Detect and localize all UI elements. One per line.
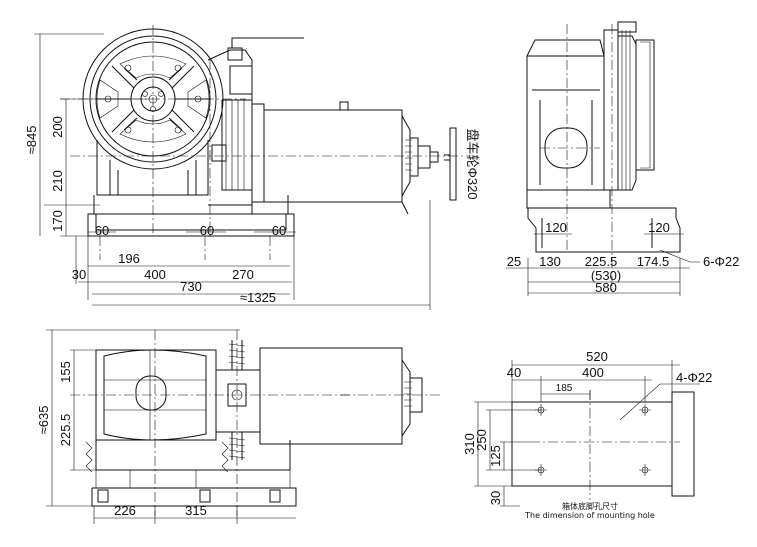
dim-520: 520 [586, 349, 608, 364]
dim-210: 210 [50, 170, 65, 192]
dim-400: 400 [144, 267, 166, 282]
dim-270: 270 [232, 267, 254, 282]
dim-196: 196 [118, 251, 140, 266]
dim-60-left: 60 [95, 223, 109, 238]
dim-120-left: 120 [545, 220, 567, 235]
dim-315: 315 [185, 503, 207, 518]
dim-130: 130 [539, 254, 561, 269]
mount-hole-callout: 4-Φ22 [676, 370, 712, 385]
dim-730: 730 [180, 279, 202, 294]
dim-310: 310 [462, 433, 477, 455]
front-view: 盘车轮Φ320 ≈845 200 210 170 60 60 60 196 30… [24, 25, 480, 310]
dim-40: 40 [507, 365, 521, 380]
dim-250: 250 [474, 429, 489, 451]
side-hole-callout: 6-Φ22 [703, 254, 739, 269]
side-view: 120 120 25 130 225.5 174.5 (530) 580 6-Φ… [506, 21, 739, 296]
dim-226: 226 [114, 503, 136, 518]
dim-25: 25 [507, 254, 521, 269]
caption-chinese: 箱体底脚孔尺寸 [562, 501, 618, 511]
dim-30: 30 [72, 267, 86, 282]
dim-185: 185 [556, 383, 573, 394]
side-sheave [603, 21, 655, 191]
dim-225-5-top: 225.5 [58, 414, 73, 447]
dim-30-mount: 30 [488, 491, 503, 505]
mounting-holes [535, 404, 651, 476]
dim-845: ≈845 [24, 126, 39, 155]
dim-400-mount: 400 [582, 365, 604, 380]
dim-125: 125 [488, 445, 503, 467]
handwheel-profile: 盘车轮Φ320 [444, 127, 480, 201]
pulley-label: 盘车轮Φ320 [465, 128, 480, 199]
dim-200: 200 [50, 116, 65, 138]
dim-60-mid: 60 [200, 223, 214, 238]
dim-580: 580 [595, 280, 617, 295]
caption-english: The dimension of mounting hole [524, 511, 655, 520]
dim-120-right: 120 [648, 220, 670, 235]
dim-60-right: 60 [272, 223, 286, 238]
dim-225-5: 225.5 [585, 254, 618, 269]
top-view: ≈635 155 225.5 226 315 [36, 329, 440, 524]
mounting-view: 520 40 400 185 4-Φ22 310 250 125 30 箱体底脚… [462, 349, 712, 520]
dim-1325: ≈1325 [240, 290, 276, 305]
dim-155: 155 [58, 361, 73, 383]
dim-174-5: 174.5 [637, 254, 670, 269]
dim-170: 170 [50, 210, 65, 232]
dim-635: ≈635 [36, 406, 51, 435]
dim-530: (530) [591, 268, 621, 283]
motor [251, 101, 439, 203]
